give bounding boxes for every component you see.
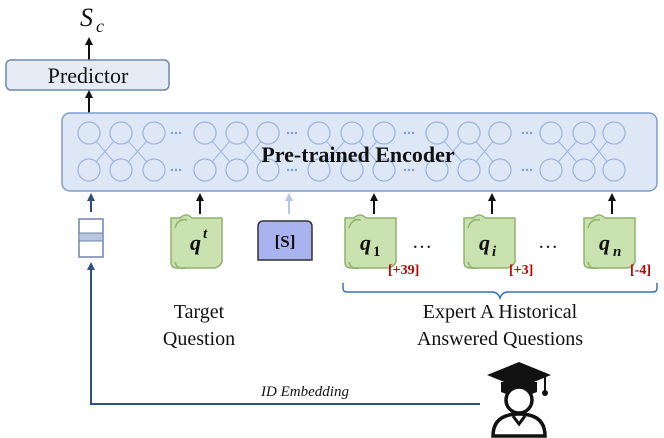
encoder-node bbox=[457, 121, 481, 145]
encoder-gap-dot bbox=[286, 168, 290, 172]
encoder-gap-dot bbox=[411, 131, 415, 135]
encoder-gap-dot bbox=[290, 131, 294, 135]
output-score-label: S c bbox=[80, 3, 104, 36]
history-caption-line2: Answered Questions bbox=[417, 328, 583, 350]
encoder-gap-dot bbox=[529, 168, 533, 172]
history-brace bbox=[342, 283, 658, 301]
encoder-label: Pre-trained Encoder bbox=[261, 142, 455, 167]
encoder-gap-dot bbox=[407, 168, 411, 172]
question-1-score: [+39] bbox=[388, 263, 419, 278]
encoder-gap-dot bbox=[521, 168, 525, 172]
expert-graduate-icon bbox=[487, 362, 551, 438]
encoder-node bbox=[109, 121, 133, 145]
encoder-node bbox=[225, 158, 249, 182]
encoder-node bbox=[457, 158, 481, 182]
encoder-node bbox=[539, 121, 563, 145]
ellipsis-1: … bbox=[412, 231, 432, 253]
question-1-token: q 1 [+39] bbox=[344, 214, 419, 278]
question-i-token: q i [+3] bbox=[463, 214, 533, 278]
encoder-network-graphic bbox=[77, 121, 626, 182]
encoder-gap-dot bbox=[407, 131, 411, 135]
encoder-node bbox=[77, 121, 101, 145]
id-embedding-vector bbox=[78, 218, 104, 258]
id-embedding-label: ID Embedding bbox=[260, 384, 349, 400]
encoder-gap-dot bbox=[403, 131, 407, 135]
target-question-token: q t bbox=[170, 214, 223, 270]
encoder-node bbox=[193, 158, 217, 182]
output-symbol: S bbox=[80, 3, 93, 32]
encoder-node bbox=[307, 121, 331, 145]
encoder-gap-dot bbox=[178, 131, 182, 135]
encoder-node bbox=[77, 158, 101, 182]
encoder-gap-dot bbox=[174, 168, 178, 172]
encoder-gap-dot bbox=[411, 168, 415, 172]
encoder-node bbox=[372, 121, 396, 145]
encoder-node bbox=[193, 121, 217, 145]
target-q-symbol: q bbox=[190, 230, 201, 255]
encoder-node bbox=[425, 121, 449, 145]
encoder-gap-dot bbox=[170, 131, 174, 135]
encoder-node bbox=[256, 158, 280, 182]
question-n-score: [-4] bbox=[630, 263, 651, 278]
question-n-token: q n [-4] bbox=[583, 214, 651, 278]
encoder-node bbox=[572, 158, 596, 182]
encoder-gap-dot bbox=[529, 131, 533, 135]
predictor-label: Predictor bbox=[48, 63, 129, 88]
encoder-node bbox=[602, 121, 626, 145]
encoder-gap-dot bbox=[178, 168, 182, 172]
question-n-subscript: n bbox=[613, 244, 621, 260]
question-i-score: [+3] bbox=[509, 263, 533, 278]
encoder-node bbox=[340, 158, 364, 182]
question-i-symbol: q bbox=[479, 230, 490, 255]
encoder-gap-dot bbox=[521, 131, 525, 135]
encoder-gap-dot bbox=[170, 168, 174, 172]
encoder-node bbox=[488, 121, 512, 145]
ellipsis-2: … bbox=[538, 231, 558, 253]
encoder-gap-dot bbox=[294, 131, 298, 135]
history-caption-line1: Expert A Historical bbox=[423, 301, 578, 323]
encoder-gap-dot bbox=[290, 168, 294, 172]
encoder-node bbox=[539, 158, 563, 182]
encoder-gap-dot bbox=[286, 131, 290, 135]
encoder-node bbox=[488, 158, 512, 182]
encoder-node bbox=[372, 158, 396, 182]
encoder-node bbox=[142, 121, 166, 145]
encoder-node bbox=[340, 121, 364, 145]
encoder-node bbox=[109, 158, 133, 182]
question-i-subscript: i bbox=[492, 244, 497, 260]
question-n-symbol: q bbox=[599, 230, 610, 255]
id-embedding-path bbox=[87, 262, 480, 405]
question-1-symbol: q bbox=[360, 230, 371, 255]
output-subscript: c bbox=[96, 16, 104, 36]
encoder-gap-dot bbox=[294, 168, 298, 172]
encoder-gap-dot bbox=[525, 131, 529, 135]
target-caption-line2: Question bbox=[163, 328, 235, 350]
encoder-gap-dot bbox=[403, 168, 407, 172]
separator-label: [S] bbox=[275, 232, 296, 251]
separator-token: [S] bbox=[257, 220, 313, 261]
question-1-subscript: 1 bbox=[373, 244, 381, 260]
encoder-gap-dot bbox=[174, 131, 178, 135]
encoder-node bbox=[572, 121, 596, 145]
encoder-node bbox=[142, 158, 166, 182]
target-caption-line1: Target bbox=[174, 301, 225, 323]
encoder-node bbox=[307, 158, 331, 182]
target-q-superscript: t bbox=[203, 226, 208, 242]
encoder-node bbox=[602, 158, 626, 182]
encoder-node bbox=[425, 158, 449, 182]
encoder-gap-dot bbox=[525, 168, 529, 172]
encoder-node bbox=[225, 121, 249, 145]
encoder-node bbox=[256, 121, 280, 145]
